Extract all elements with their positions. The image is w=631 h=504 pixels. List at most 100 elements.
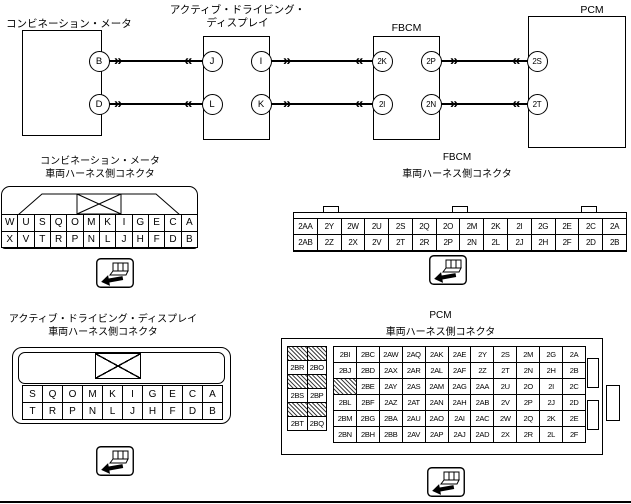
housing-inner-line — [18, 352, 225, 384]
pin-N: N — [82, 230, 100, 248]
pin-D: D — [182, 402, 203, 420]
pin-H: H — [142, 402, 163, 420]
pin-2W: 2W — [493, 410, 518, 427]
pin-2BB: 2BB — [378, 426, 403, 443]
pin-2AE: 2AE — [447, 346, 472, 363]
pin-2AM: 2AM — [424, 378, 449, 395]
terminal-j: J — [201, 50, 223, 72]
pin-2AB: 2AB — [293, 234, 318, 251]
pin-2I: 2I — [539, 378, 564, 395]
pin-2BH: 2BH — [355, 426, 380, 443]
pin-2AH: 2AH — [447, 394, 472, 411]
pin-2BA: 2BA — [378, 410, 403, 427]
pin-2I: 2I — [507, 218, 532, 235]
inline-connector-icon: « — [355, 95, 364, 112]
pin-V: V — [17, 230, 35, 248]
pin-2AY: 2AY — [378, 378, 403, 395]
pin-2D: 2D — [562, 394, 586, 411]
pin-2C: 2C — [562, 378, 586, 395]
pin-F: F — [147, 230, 166, 248]
connector-subtitle: 車両ハーネス側コネクタ — [45, 169, 155, 180]
pin-2BC: 2BC — [355, 346, 380, 363]
pin-Q: Q — [49, 214, 68, 232]
pin-K: K — [102, 385, 123, 403]
pin-2G: 2G — [530, 218, 556, 235]
pin-2AG: 2AG — [447, 378, 472, 395]
terminal-2n: 2N — [420, 93, 442, 115]
pin-G: G — [131, 214, 149, 232]
pin-2Z: 2Z — [316, 234, 342, 251]
pin-2E: 2E — [562, 410, 586, 427]
connector-subtitle: 車両ハーネス側コネクタ — [48, 327, 158, 338]
pin-2E: 2E — [554, 218, 580, 235]
pin-2BM: 2BM — [333, 410, 357, 427]
inline-connector-icon: » — [114, 52, 123, 69]
inline-connector-icon: « — [512, 95, 521, 112]
blocked-cavity — [287, 402, 308, 417]
pin-C: C — [164, 214, 182, 232]
pin-2BP: 2BP — [306, 388, 327, 403]
pin-2Z: 2Z — [470, 362, 495, 379]
pin-T: T — [33, 230, 51, 248]
pin-2F: 2F — [554, 234, 580, 251]
pin-row — [287, 346, 327, 361]
pin-2AW: 2AW — [378, 346, 403, 363]
terminal-2p: 2P — [420, 50, 442, 72]
pin-2AP: 2AP — [424, 426, 449, 443]
connector-subtitle: 車両ハーネス側コネクタ — [402, 169, 512, 180]
pin-2AU: 2AU — [401, 410, 426, 427]
pin-2AL: 2AL — [424, 362, 449, 379]
pin-2K: 2K — [483, 218, 509, 235]
terminal-i: I — [250, 50, 272, 72]
terminal-l: L — [201, 93, 223, 115]
housing-lock-detail — [17, 193, 181, 215]
pin-M: M — [82, 214, 100, 232]
connector-title: FBCM — [442, 152, 472, 163]
pin-O: O — [62, 385, 83, 403]
pin-2H: 2H — [539, 362, 564, 379]
wire-k-to-2i — [268, 103, 376, 105]
pin-2BS: 2BS — [287, 388, 308, 403]
pin-2AA: 2AA — [293, 218, 318, 235]
pin-2M: 2M — [459, 218, 485, 235]
inline-connector-icon: « — [184, 95, 193, 112]
pin-I: I — [122, 385, 143, 403]
pin-2X: 2X — [340, 234, 366, 251]
pin-J: J — [122, 402, 143, 420]
inline-connector-icon: » — [114, 95, 123, 112]
blocked-cavity — [287, 374, 308, 389]
pin-2BT: 2BT — [287, 416, 308, 431]
pin-2Q: 2Q — [411, 218, 437, 235]
pin-P: P — [66, 230, 84, 248]
pin-2O: 2O — [435, 218, 461, 235]
inline-connector-icon: » — [450, 52, 459, 69]
pin-B: B — [202, 402, 223, 420]
pin-2M: 2M — [516, 346, 541, 363]
pin-2P: 2P — [516, 394, 541, 411]
pin-2D: 2D — [578, 234, 604, 251]
pin-2AV: 2AV — [401, 426, 426, 443]
pin-2L: 2L — [539, 426, 564, 443]
pin-2N: 2N — [459, 234, 485, 251]
inline-connector-icon: « — [355, 52, 364, 69]
pin-D: D — [164, 230, 182, 248]
terminal-side-view-icon — [427, 467, 465, 497]
inline-connector-icon: » — [450, 95, 459, 112]
pin-2AO: 2AO — [424, 410, 449, 427]
inline-connector-icon: « — [512, 52, 521, 69]
blocked-cavity — [333, 378, 357, 395]
